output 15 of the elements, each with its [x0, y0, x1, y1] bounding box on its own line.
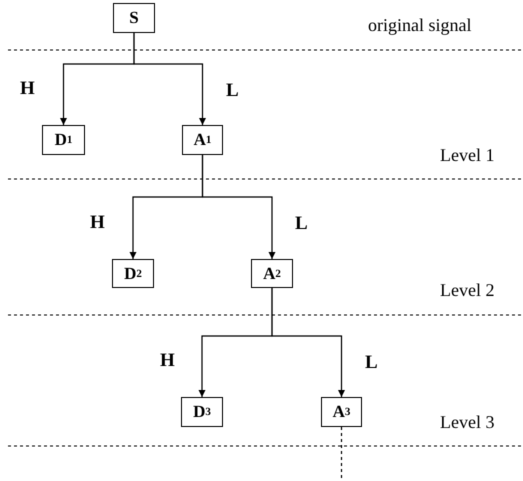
connector-line — [340, 427, 342, 481]
arrow — [133, 33, 206, 125]
node-box: S — [113, 3, 155, 33]
signal-label: original signal — [368, 16, 472, 34]
edge-label: H — [20, 79, 35, 98]
level-label: Level 1 — [440, 146, 494, 164]
edge-label: L — [226, 81, 239, 100]
edge-label: L — [365, 353, 378, 372]
edge-label: H — [160, 351, 175, 370]
level-label: Level 3 — [440, 413, 494, 431]
arrow — [202, 155, 276, 259]
edge-label: L — [295, 214, 308, 233]
level-label: Level 2 — [440, 281, 494, 299]
arrow — [271, 288, 345, 397]
edge-label: H — [90, 213, 105, 232]
